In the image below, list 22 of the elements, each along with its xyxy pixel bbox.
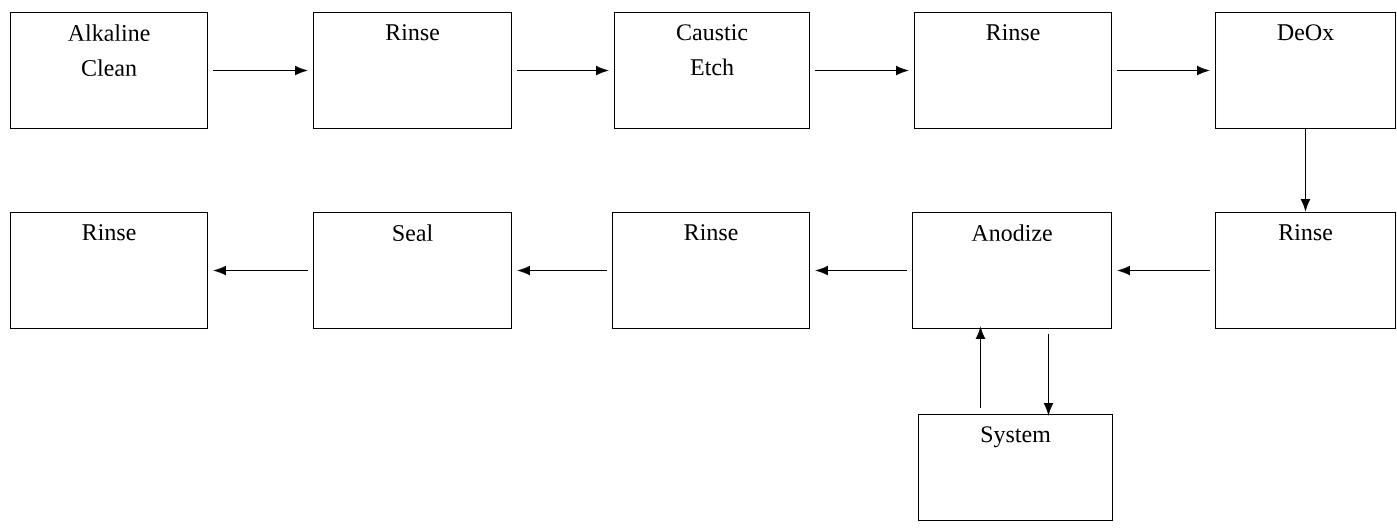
process-box: Rinse bbox=[10, 212, 208, 329]
arrow bbox=[1118, 265, 1211, 276]
process-box: Seal bbox=[313, 212, 512, 329]
arrow bbox=[1043, 333, 1054, 415]
process-box: Rinse bbox=[612, 212, 810, 329]
process-box: System bbox=[918, 414, 1113, 521]
arrow bbox=[816, 265, 908, 276]
arrow bbox=[975, 327, 986, 409]
process-box: Rinse bbox=[1215, 212, 1396, 329]
arrow bbox=[1300, 128, 1311, 211]
process-box: Caustic Etch bbox=[614, 12, 810, 129]
process-box: Rinse bbox=[914, 12, 1112, 129]
process-box: Alkaline Clean bbox=[10, 12, 208, 129]
arrow bbox=[214, 265, 309, 276]
process-box: Anodize bbox=[912, 212, 1112, 329]
arrow bbox=[516, 65, 608, 76]
arrow bbox=[212, 65, 307, 76]
arrow bbox=[1116, 65, 1209, 76]
arrow bbox=[814, 65, 908, 76]
process-box: Rinse bbox=[313, 12, 512, 129]
process-box: DeOx bbox=[1215, 12, 1396, 129]
arrow bbox=[518, 265, 608, 276]
